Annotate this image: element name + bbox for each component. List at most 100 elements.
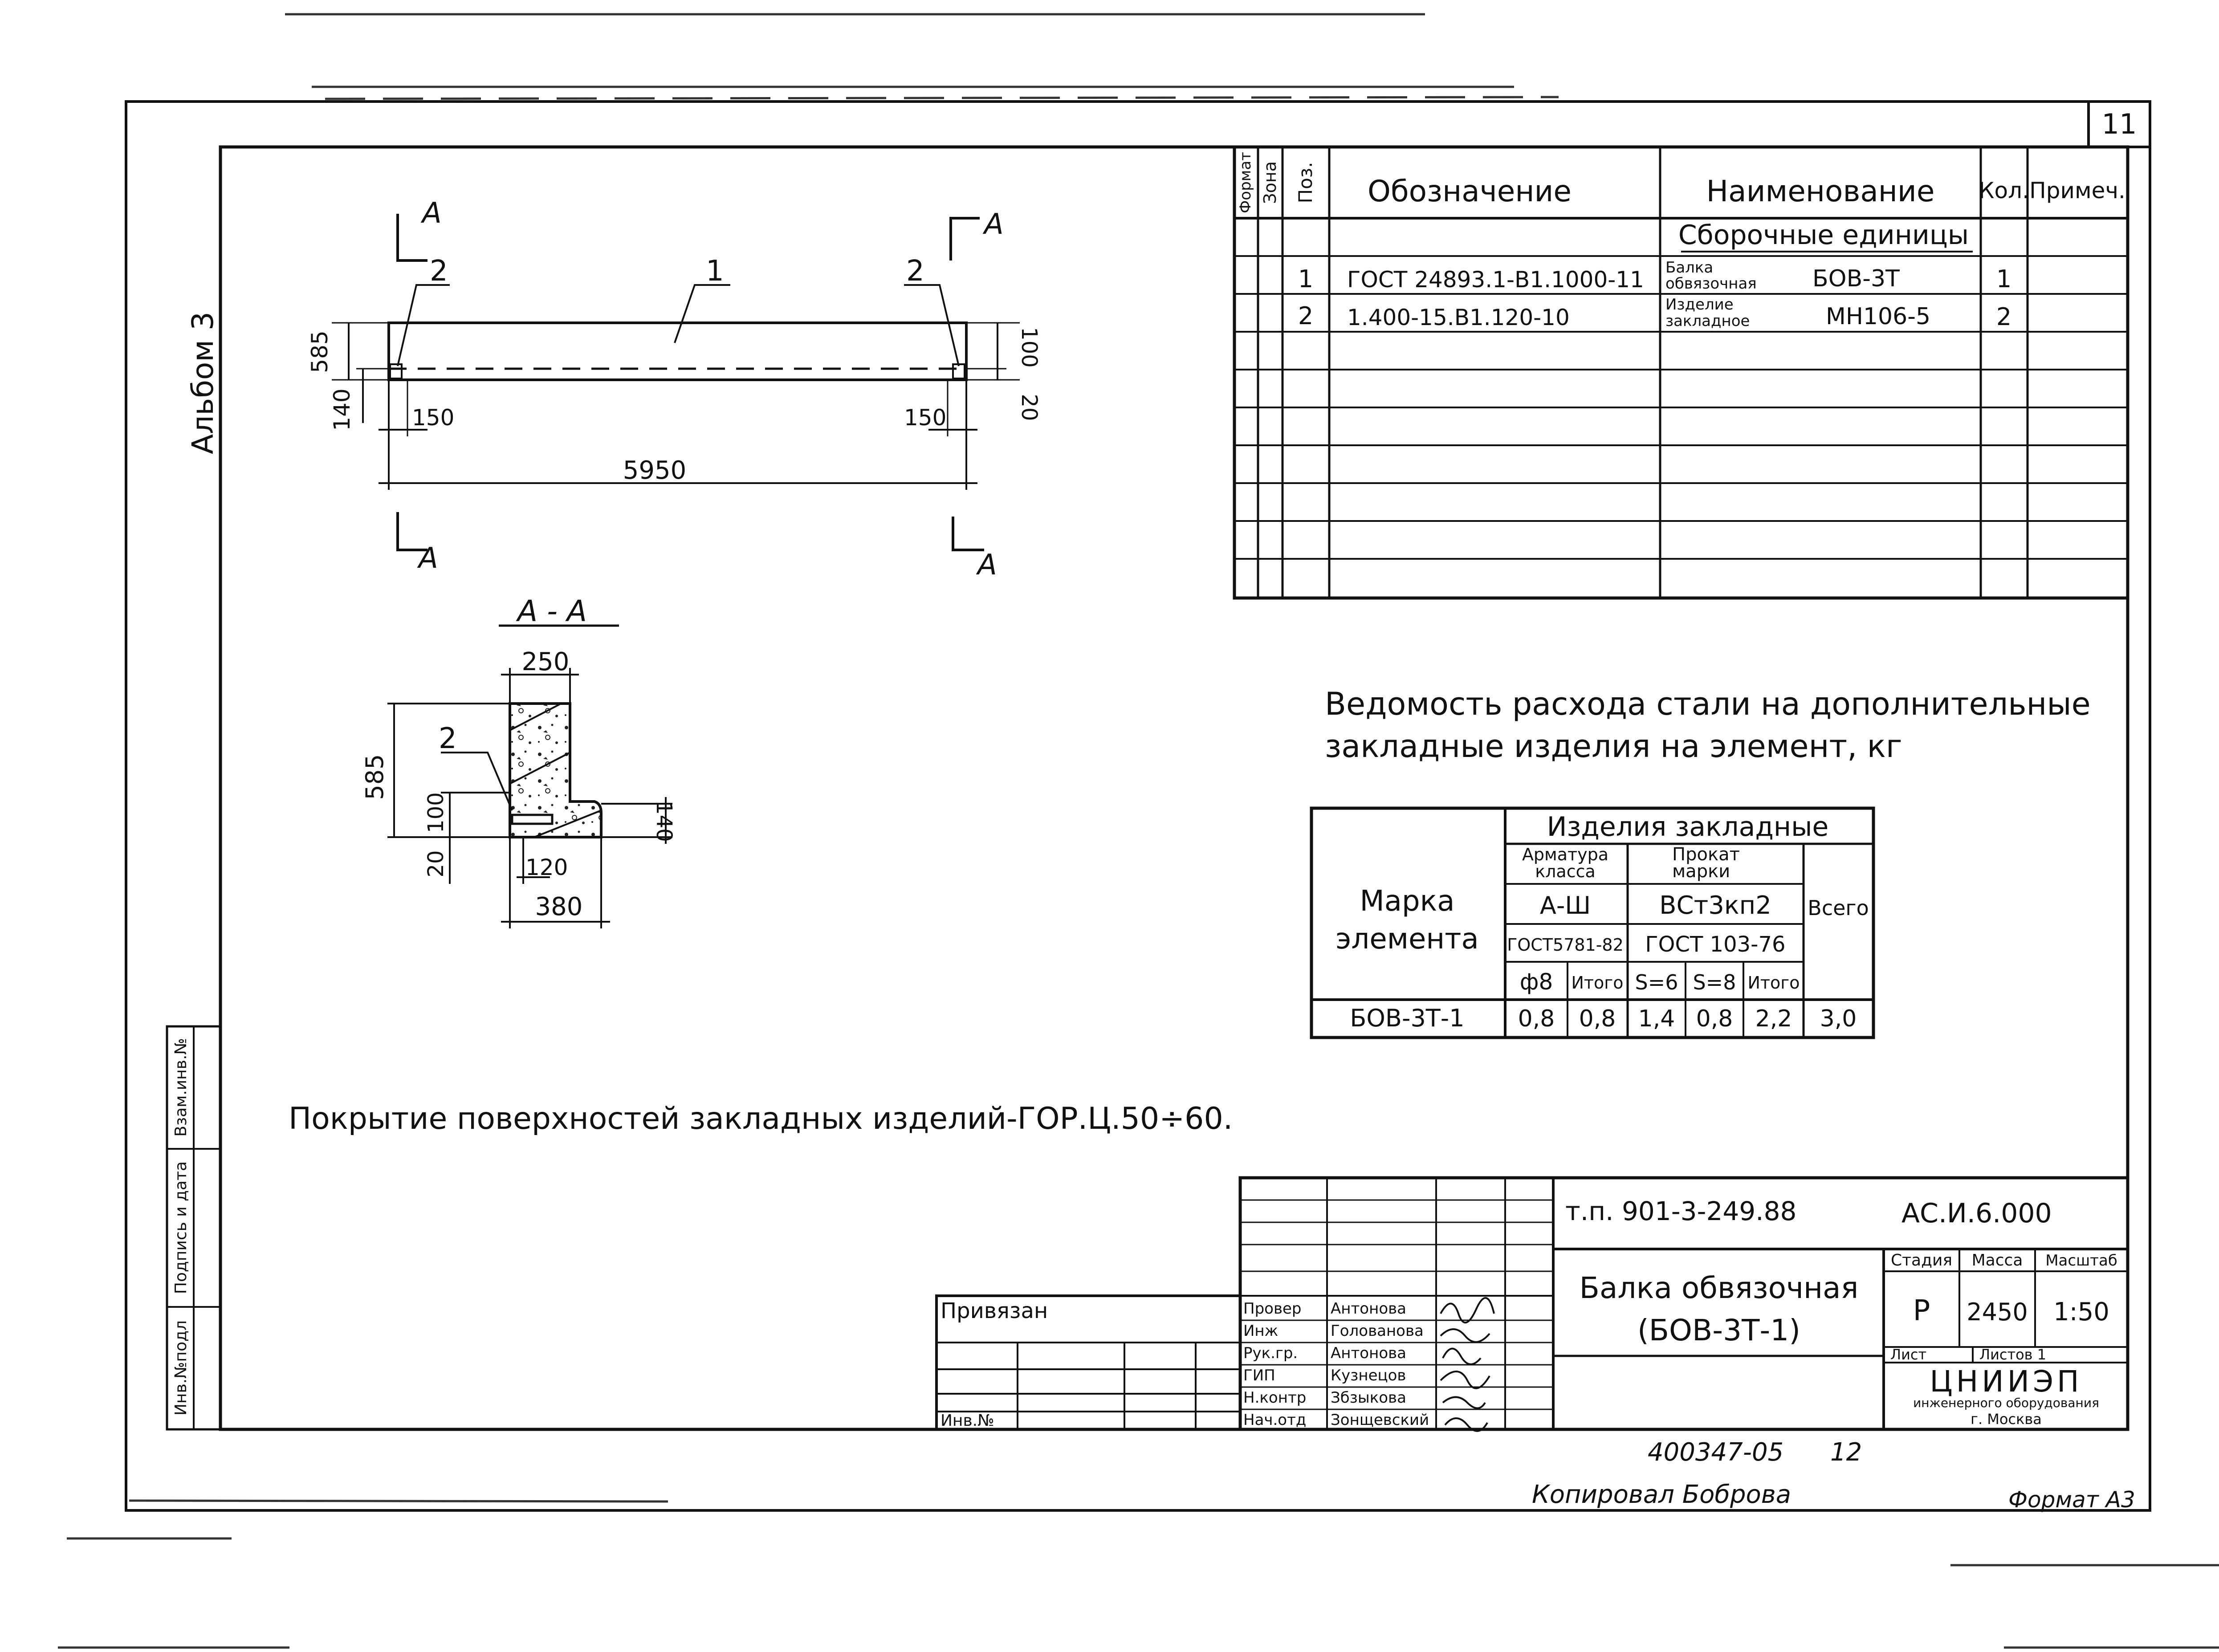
steel-sub-total-rolled: Итого bbox=[1747, 973, 1800, 993]
spec-header-qty: Кол. bbox=[1979, 178, 2029, 203]
spec-header-name: Наименование bbox=[1706, 174, 1935, 208]
embed-left bbox=[389, 363, 403, 379]
steel-rolled-1: Прокат bbox=[1672, 844, 1740, 865]
side-stamp: Инв.№подл Подпись и дата Взам.инв.№ bbox=[166, 1025, 222, 1431]
spec-row2-designation: 1.400-15.В1.120-10 bbox=[1347, 305, 1570, 330]
section-dim-width: 380 bbox=[535, 892, 583, 921]
tb-scale: 1:50 bbox=[2053, 1298, 2109, 1326]
steel-total-header: Всего bbox=[1808, 896, 1869, 920]
section-dim-bottom: 20 bbox=[423, 850, 448, 877]
dim-height: 585 bbox=[307, 330, 333, 373]
tb-name-4: Кузнецов bbox=[1331, 1367, 1406, 1384]
spec-header-note: Примеч. bbox=[2029, 178, 2125, 203]
format-label: Формат А3 bbox=[2008, 1487, 2135, 1513]
steel-row-mark: БОВ-3Т-1 bbox=[1350, 1004, 1464, 1032]
beam-elevation bbox=[332, 214, 1020, 551]
tb-stage: Р bbox=[1913, 1294, 1930, 1327]
steel-col-element-2: элемента bbox=[1335, 923, 1478, 956]
spec-row1-name-1: Балка bbox=[1665, 259, 1713, 277]
steel-rolled-value: ВСт3кп2 bbox=[1659, 891, 1771, 920]
album-label: Альбом 3 bbox=[186, 312, 220, 454]
stamp-replace-label: Взам.инв.№ bbox=[172, 1038, 190, 1137]
spec-row1-pos: 1 bbox=[1298, 265, 1313, 293]
tb-sheets-label: Листов 1 bbox=[1979, 1346, 2046, 1363]
tb-role-3: Рук.гр. bbox=[1243, 1344, 1298, 1362]
tb-name-2: Голованова bbox=[1331, 1322, 1424, 1340]
section-mark-bl: А bbox=[417, 542, 438, 575]
steel-row-f8: 0,8 bbox=[1518, 1005, 1555, 1032]
stamp-inv-label: Инв.№подл bbox=[172, 1320, 190, 1416]
spec-header-pos: Поз. bbox=[1295, 162, 1316, 203]
steel-arm-value: А-Ш bbox=[1540, 891, 1591, 920]
tb-role-1: Провер bbox=[1243, 1300, 1302, 1318]
tb-inv-label: Инв.№ bbox=[941, 1412, 994, 1430]
tb-title-1: Балка обвязочная bbox=[1580, 1271, 1859, 1305]
steel-row-total: 3,0 bbox=[1820, 1005, 1857, 1032]
section-title: А - А bbox=[516, 594, 587, 628]
tb-name-5: Збзыкова bbox=[1331, 1389, 1406, 1407]
spec-row1-designation: ГОСТ 24893.1-В1.1000-11 bbox=[1347, 267, 1644, 293]
steel-title-line-1: Ведомость расхода стали на дополнительны… bbox=[1325, 686, 2091, 722]
spec-row2-name-2: закладное bbox=[1665, 312, 1750, 330]
spec-group-title: Сборочные единицы bbox=[1678, 220, 1969, 251]
tb-title-2: (БОВ-3Т-1) bbox=[1637, 1313, 1800, 1347]
spec-table bbox=[1233, 145, 2129, 600]
pos-label-center: 1 bbox=[706, 255, 724, 288]
tb-org-sub-2: г. Москва bbox=[1971, 1411, 2042, 1428]
pos-label-right: 2 bbox=[906, 255, 924, 288]
scan-edge-lines bbox=[58, 13, 2219, 1649]
steel-sub-s8: S=8 bbox=[1693, 970, 1736, 994]
steel-arm-gost: ГОСТ5781-82 bbox=[1507, 935, 1624, 955]
spec-row2-qty: 2 bbox=[1996, 303, 2011, 331]
spec-row1-name-2: обвязочная bbox=[1665, 275, 1757, 293]
dim-bottom-ledge: 140 bbox=[329, 388, 355, 431]
steel-row-s6: 1,4 bbox=[1638, 1005, 1675, 1032]
tb-sheet-label: Лист bbox=[1890, 1346, 1926, 1363]
steel-sub-f8: ф8 bbox=[1520, 969, 1553, 995]
tb-name-1: Антонова bbox=[1331, 1300, 1406, 1318]
beam-outline bbox=[387, 321, 968, 381]
tb-code: АС.И.6.000 bbox=[1901, 1198, 2052, 1229]
section-mark-tr: А bbox=[982, 208, 1004, 241]
dim-end-right: 150 bbox=[904, 405, 946, 431]
sheet-number: 11 bbox=[2102, 108, 2137, 140]
outer-frame bbox=[125, 100, 2151, 1512]
tb-org-sub-1: инженерного оборудования bbox=[1913, 1396, 2099, 1410]
spec-row1-mark: БОВ-3Т bbox=[1812, 265, 1900, 292]
tb-scale-label: Масштаб bbox=[2045, 1252, 2117, 1270]
stamp-sign-label: Подпись и дата bbox=[172, 1161, 190, 1294]
spec-row2-pos: 2 bbox=[1298, 302, 1313, 330]
spec-header-zone: Зона bbox=[1260, 161, 1280, 204]
dim-right-bottom: 20 bbox=[1017, 394, 1042, 421]
tb-mass-label: Масса bbox=[1972, 1251, 2023, 1270]
sheet-number-box: 11 bbox=[2087, 100, 2151, 148]
steel-sub-total-arm: Итого bbox=[1571, 973, 1623, 993]
tb-org: ЦНИИЭП bbox=[1930, 1364, 2082, 1399]
coating-note: Покрытие поверхностей закладных изделий-… bbox=[289, 1101, 1233, 1136]
steel-title-line-2: закладные изделия на элемент, кг bbox=[1325, 728, 1902, 765]
tb-name-3: Антонова bbox=[1331, 1344, 1406, 1362]
section-mark-br: А bbox=[976, 549, 997, 582]
title-block bbox=[935, 1176, 2129, 1432]
tb-role-4: ГИП bbox=[1243, 1367, 1275, 1384]
dim-length: 5950 bbox=[623, 456, 687, 485]
copied-by: Копировал Боброва bbox=[1532, 1480, 1791, 1509]
inner-frame bbox=[219, 145, 2129, 1431]
tb-name-6: Зонщевский bbox=[1331, 1411, 1429, 1429]
steel-row-total-rolled: 2,2 bbox=[1755, 1005, 1792, 1032]
section-dim-top: 250 bbox=[522, 647, 570, 676]
bottom-number-2: 12 bbox=[1830, 1438, 1862, 1467]
tb-bound-label: Привязан bbox=[941, 1298, 1048, 1323]
cross-section bbox=[509, 702, 603, 838]
tb-roles: Провер Инж Рук.гр. ГИП Н.контр Нач.отд bbox=[1243, 1300, 1306, 1429]
steel-arm-class-1: Арматура bbox=[1522, 845, 1608, 864]
section-mark-tl: А bbox=[420, 197, 442, 230]
steel-arm-class-2: класса bbox=[1535, 862, 1596, 881]
steel-rolled-gost: ГОСТ 103-76 bbox=[1645, 932, 1785, 957]
steel-col-element-1: Марка bbox=[1360, 885, 1455, 918]
section-dim-inner: 120 bbox=[525, 854, 568, 880]
steel-table bbox=[1310, 806, 1875, 1039]
dim-right-top: 100 bbox=[1017, 327, 1042, 368]
pos-label-left: 2 bbox=[430, 255, 448, 288]
dim-end-left: 150 bbox=[412, 405, 454, 431]
